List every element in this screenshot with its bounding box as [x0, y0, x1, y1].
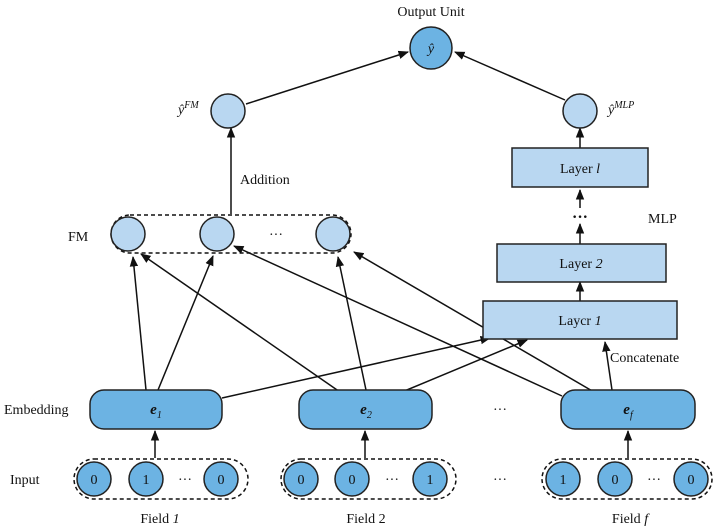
edges [129, 50, 633, 458]
edge-e2-to-fm3 [335, 255, 367, 391]
embedding-e2-label: e2 [360, 402, 372, 421]
field-1-input-3 [203, 461, 239, 497]
concatenate-label: Concatenate [610, 351, 679, 366]
fm-node-1 [110, 216, 146, 252]
edge-ef-to-layer1 [602, 340, 613, 391]
field-1-input-2 [128, 461, 164, 497]
edge-e1-to-layer1 [221, 335, 492, 399]
input-ellipsis: ··· [493, 473, 507, 488]
embedding-ef-label: ef [623, 402, 634, 421]
field-2-ellipsis: ··· [385, 473, 399, 488]
embedding-e1 [89, 389, 223, 430]
mlp-layer-l [511, 147, 649, 188]
mlp-label: MLP [648, 212, 677, 227]
mlp-layer-2 [496, 243, 667, 283]
field-1-group [73, 458, 249, 500]
field-f-label: Field f [612, 512, 650, 527]
field-1-input-3-value: 0 [218, 473, 225, 488]
mlp-layer-l-label: Layer l [560, 162, 600, 177]
fm-output-node [210, 93, 246, 129]
field-2-input-2 [334, 461, 370, 497]
fm-label: FM [68, 230, 89, 245]
fm-output-label: ŷFM [176, 100, 199, 118]
field-2-input-3 [412, 461, 448, 497]
edge-mlp-to-output [454, 51, 566, 101]
field-f-input-3-value: 0 [688, 473, 695, 488]
field-f-input-1 [545, 461, 581, 497]
field-f-input-2 [597, 461, 633, 497]
embedding-e1-label: e1 [150, 402, 162, 421]
embedding-e2 [298, 389, 433, 430]
fm-node-3 [315, 216, 351, 252]
field-1-input-1 [76, 461, 112, 497]
field-1-input-1-value: 0 [91, 473, 98, 488]
field-2-input-1-value: 0 [298, 473, 305, 488]
edge-e1-to-fm1 [129, 255, 147, 391]
field-1-input-2-value: 1 [143, 473, 150, 488]
edge-e2-to-layer1 [401, 339, 528, 393]
field-2-input-3-value: 1 [427, 473, 434, 488]
edge-e1-to-fm2 [157, 255, 214, 391]
input-label: Input [10, 473, 40, 488]
output-unit-label: Output Unit [397, 5, 464, 20]
mlp-layer-1-label: Laycr 1 [558, 314, 601, 329]
edge-ef-to-fm3 [353, 251, 595, 393]
field-2-label: Field 2 [346, 512, 385, 527]
fm-ellipsis: ··· [269, 228, 283, 243]
field-f-ellipsis: ··· [647, 473, 661, 488]
embedding-ellipsis: ··· [493, 403, 507, 418]
mlp-layer-1 [482, 300, 678, 340]
mlp-output-label: ŷMLP [606, 100, 634, 118]
embedding-ef [560, 389, 696, 430]
edge-e2-to-fm1 [140, 253, 341, 393]
addition-label: Addition [240, 173, 290, 188]
field-f-input-1-value: 1 [560, 473, 567, 488]
output-node [409, 26, 453, 70]
edge-ef-to-fm2 [233, 245, 563, 397]
field-2-input-1 [283, 461, 319, 497]
mlp-output-node [562, 93, 598, 129]
mlp-vdots: ··· [572, 209, 588, 226]
field-1-label: Field 1 [140, 512, 179, 527]
field-f-input-3 [673, 461, 709, 497]
field-2-input-2-value: 0 [349, 473, 356, 488]
edge-fm-to-output [245, 50, 409, 105]
mlp-layer-2-label: Layer 2 [559, 257, 602, 272]
field-f-input-2-value: 0 [612, 473, 619, 488]
embedding-label: Embedding [4, 403, 69, 418]
field-1-ellipsis: ··· [178, 473, 192, 488]
field-f-group [541, 458, 713, 500]
fm-node-2 [199, 216, 235, 252]
output-node-label: ŷ [426, 42, 435, 57]
